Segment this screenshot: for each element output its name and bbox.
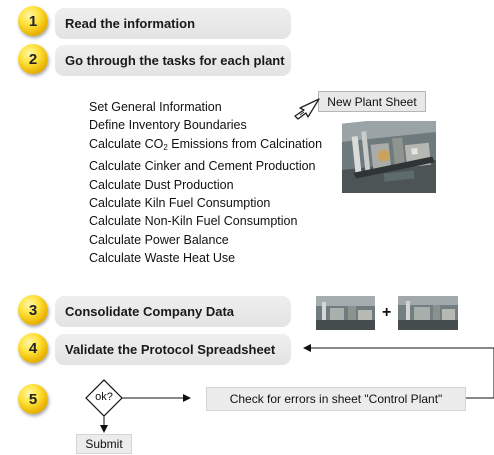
step-5-number: 5 (28, 390, 38, 408)
step-3-badge: 3 (18, 295, 48, 325)
plant-photo-graphic (342, 121, 436, 193)
step-4-validate-spreadsheet[interactable]: Validate the Protocol Spreadsheet (55, 334, 291, 365)
step-3-number: 3 (28, 301, 38, 319)
decision-label: ok? (95, 391, 113, 403)
task-co2-suffix: Emissions from Calcination (167, 136, 323, 151)
task-calculate-power-balance[interactable]: Calculate Power Balance (89, 232, 229, 247)
check-errors-button[interactable]: Check for errors in sheet "Control Plant… (206, 387, 466, 411)
submit-button[interactable]: Submit (76, 434, 132, 454)
task-calculate-kiln-fuel[interactable]: Calculate Kiln Fuel Consumption (89, 196, 271, 211)
step-2-number: 2 (28, 50, 38, 68)
task-calculate-cinker-cement-production[interactable]: Calculate Cinker and Cement Production (89, 159, 316, 174)
cursor-hand-icon (294, 98, 320, 120)
task-calculate-co2-emissions[interactable]: Calculate CO2 Emissions from Calcination (89, 135, 322, 157)
step-1-number: 1 (28, 12, 38, 30)
plant-photo-small-1 (316, 296, 375, 330)
feedback-arrow (303, 344, 494, 399)
task-co2-subscript: 2 (163, 142, 168, 152)
task-calculate-non-kiln-fuel[interactable]: Calculate Non-Kiln Fuel Consumption (89, 214, 298, 229)
step-1-label: Read the information (65, 16, 196, 31)
plant-photo-small-1-graphic (316, 296, 375, 330)
new-plant-sheet-label: New Plant Sheet (327, 94, 417, 109)
check-errors-label: Check for errors in sheet "Control Plant… (229, 392, 443, 406)
step-2-label: Go through the tasks for each plant (65, 53, 285, 68)
task-co2-prefix: Calculate CO (89, 136, 164, 151)
step-3-consolidate-data[interactable]: Consolidate Company Data (55, 296, 291, 327)
step-5-badge: 5 (18, 384, 48, 414)
step-4-badge: 4 (18, 333, 48, 363)
step-1-read-information[interactable]: Read the information (55, 8, 291, 39)
plant-photo-small-2 (398, 296, 458, 330)
decision-diamond (85, 379, 123, 417)
task-calculate-dust-production[interactable]: Calculate Dust Production (89, 177, 234, 192)
step-2-badge: 2 (18, 44, 48, 74)
task-calculate-waste-heat[interactable]: Calculate Waste Heat Use (89, 251, 236, 266)
step-4-number: 4 (28, 339, 38, 357)
plant-photo (342, 121, 436, 193)
step-4-label: Validate the Protocol Spreadsheet (65, 342, 276, 357)
step-1-badge: 1 (18, 6, 48, 36)
task-set-general-information[interactable]: Set General Information (89, 100, 222, 114)
plus-sign: + (382, 304, 392, 321)
new-plant-sheet-button[interactable]: New Plant Sheet (318, 91, 426, 112)
step-2-plant-tasks[interactable]: Go through the tasks for each plant (55, 45, 291, 76)
plant-photo-small-2-graphic (398, 296, 458, 330)
plant-task-list: Set General Information Define Inventory… (89, 98, 322, 268)
task-define-inventory-boundaries[interactable]: Define Inventory Boundaries (89, 118, 247, 133)
submit-label: Submit (85, 437, 123, 451)
step-3-label: Consolidate Company Data (65, 304, 235, 319)
